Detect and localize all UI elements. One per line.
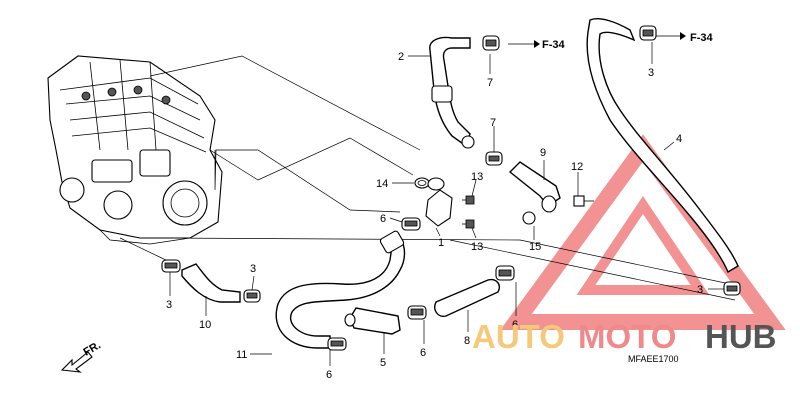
callout-10: 10 xyxy=(199,319,211,331)
watermark-moto: MOTO xyxy=(578,318,676,355)
callout-8: 8 xyxy=(464,335,470,347)
clamp-part-3-top xyxy=(639,25,657,41)
callout-5: 5 xyxy=(380,357,386,369)
hose-part-4 xyxy=(586,18,739,274)
clamp-part-3-mid xyxy=(243,289,261,303)
clamp-part-6-upper xyxy=(401,217,421,231)
callout-labels: 2 7 7 3 4 9 12 14 13 13 6 1 15 3 3 3 10 … xyxy=(166,51,703,381)
engine-leader-lines xyxy=(119,55,736,301)
hose-part-2 xyxy=(429,36,475,149)
pipe-part-5 xyxy=(344,307,401,335)
callout-2: 2 xyxy=(398,51,404,63)
clamp-part-6-lower-left xyxy=(327,337,347,351)
callout-7-top: 7 xyxy=(487,77,493,89)
clamp-part-6-lower-right xyxy=(495,265,515,281)
callout-14: 14 xyxy=(376,178,388,190)
watermark-hub: HUB xyxy=(705,318,777,355)
bolt-part-13-a xyxy=(462,195,475,205)
hose-part-11 xyxy=(275,230,406,349)
callout-12: 12 xyxy=(571,161,583,173)
callout-6-upper: 6 xyxy=(380,213,386,225)
callout-6-lower-left: 6 xyxy=(326,369,332,381)
callout-4: 4 xyxy=(676,133,682,145)
watermark-logo-triangle xyxy=(500,134,786,330)
diagram-code: MFAEE1700 xyxy=(628,354,679,364)
callout-13-b: 13 xyxy=(471,241,483,253)
callout-6-lower-mid: 6 xyxy=(420,347,426,359)
watermark-auto: AUTO xyxy=(472,318,565,355)
clamp-part-6-lower-mid xyxy=(407,305,427,320)
pipe-part-9 xyxy=(508,161,561,213)
callout-3-top: 3 xyxy=(648,67,654,79)
clamp-part-7-top xyxy=(482,35,500,51)
callout-7-mid: 7 xyxy=(490,117,496,129)
clamp-part-7-mid xyxy=(485,151,503,166)
clamp-part-3-right xyxy=(723,281,741,296)
hose-part-8 xyxy=(434,278,500,317)
callout-15: 15 xyxy=(529,241,541,253)
reference-label-left: F-34 xyxy=(542,39,566,51)
hose-part-10 xyxy=(181,263,241,303)
callout-leader-lines xyxy=(169,32,724,366)
front-arrow-icon xyxy=(60,351,93,373)
engine-assembly xyxy=(47,55,223,245)
callout-3-left: 3 xyxy=(166,299,172,311)
callout-11: 11 xyxy=(236,349,247,361)
o-ring-part-15 xyxy=(522,211,536,225)
reference-label-right: F-34 xyxy=(690,32,714,44)
clamp-part-3-left xyxy=(161,259,181,273)
o-ring-part-14 xyxy=(414,177,430,189)
bolt-part-13-b xyxy=(462,219,475,229)
callout-1: 1 xyxy=(438,237,444,249)
front-label: FR. xyxy=(82,339,103,358)
fitting-part-1 xyxy=(425,177,453,227)
callout-9: 9 xyxy=(540,147,546,159)
callout-3-mid: 3 xyxy=(250,263,256,275)
callout-13-a: 13 xyxy=(471,171,483,183)
callout-3-right: 3 xyxy=(697,284,703,296)
callout-6-lower-right: 6 xyxy=(512,319,518,331)
watermark-text: AUTO MOTO HUB xyxy=(472,318,777,355)
bolt-part-12 xyxy=(573,195,594,207)
